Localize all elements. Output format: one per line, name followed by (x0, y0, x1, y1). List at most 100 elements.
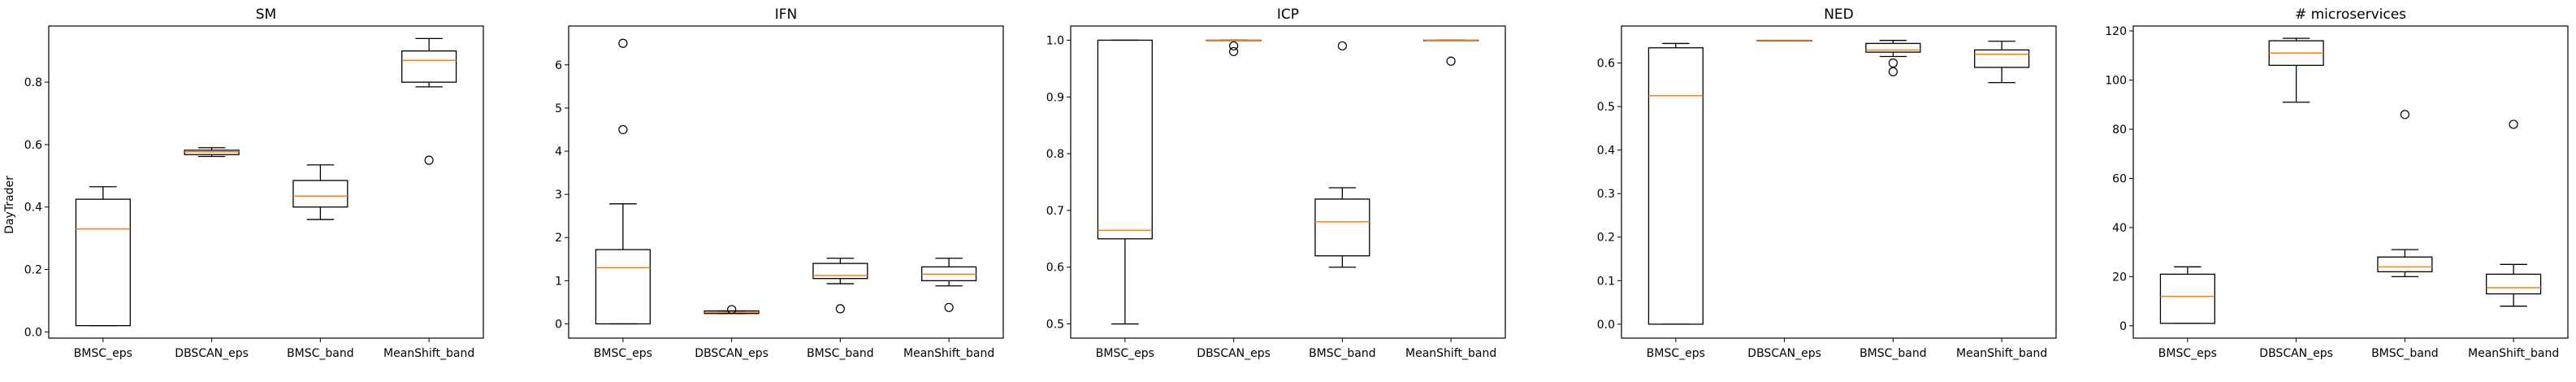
x-tick-label: DBSCAN_eps (175, 347, 249, 360)
outlier-point (1446, 56, 1456, 66)
iqr-box (595, 249, 651, 325)
outlier-point (618, 38, 628, 48)
y-tick-label: 40 (2112, 222, 2127, 235)
box-DBSCAN_eps (184, 147, 240, 158)
panel-title: # microservices (2295, 7, 2406, 23)
box-MeanShift_band (2486, 119, 2542, 307)
y-tick-label: 0.3 (1597, 188, 1615, 201)
x-tick-label: BMSC_eps (74, 347, 132, 360)
y-tick-label: 0.2 (24, 264, 42, 277)
box-BMSC_eps (2159, 266, 2215, 324)
box-BMSC_band (292, 164, 349, 220)
box-MeanShift_band (1423, 39, 1479, 66)
outlier-point (727, 305, 737, 315)
x-tick-label: MeanShift_band (2468, 347, 2559, 360)
x-tick-label: BMSC_eps (594, 347, 652, 360)
y-tick-label: 100 (2105, 75, 2127, 88)
iqr-box (2377, 256, 2433, 273)
iqr-box (1097, 39, 1153, 240)
y-tick-label: 0.4 (24, 202, 42, 215)
box-BMSC_band (1865, 40, 1921, 76)
outlier-point (618, 124, 628, 135)
outlier-point (1888, 67, 1898, 76)
y-tick-label: 0.2 (1597, 232, 1615, 245)
iqr-box (292, 180, 349, 208)
x-tick-label: MeanShift_band (1405, 347, 1496, 360)
y-tick-label: 2 (555, 232, 562, 245)
x-tick-label: BMSC_band (2371, 347, 2439, 360)
x-tick-label: MeanShift_band (903, 347, 994, 360)
x-tick-label: MeanShift_band (1956, 347, 2047, 360)
iqr-box (2159, 273, 2215, 324)
outlier-point (2509, 119, 2518, 129)
x-tick-label: BMSC_band (287, 347, 354, 360)
iqr-box (1974, 49, 2030, 68)
box-BMSC_band (2377, 110, 2433, 278)
y-tick-label: 80 (2112, 124, 2127, 137)
iqr-box (1865, 42, 1921, 53)
plot-frame (48, 25, 484, 339)
iqr-box (812, 263, 868, 280)
y-tick-label: 0.5 (1046, 319, 1064, 332)
y-tick-label: 0 (2119, 320, 2127, 333)
y-tick-label: 1 (555, 275, 562, 288)
y-tick-label: 0.8 (24, 76, 42, 89)
y-tick-label: 120 (2105, 25, 2127, 38)
x-tick-label: DBSCAN_eps (2259, 347, 2333, 360)
figure-ylabel: DayTrader (3, 176, 16, 234)
x-tick-label: DBSCAN_eps (1197, 347, 1271, 360)
iqr-box (184, 150, 240, 155)
outlier-point (424, 155, 434, 165)
box-DBSCAN_eps (704, 305, 760, 315)
y-tick-label: 0.5 (1597, 101, 1615, 114)
x-tick-label: DBSCAN_eps (1747, 347, 1821, 360)
box-MeanShift_band (401, 37, 457, 165)
plot-frame (2132, 25, 2569, 339)
box-DBSCAN_eps (1206, 39, 1262, 57)
outlier-point (1337, 41, 1347, 51)
y-tick-label: 0.4 (1597, 145, 1615, 158)
plot-frame (568, 25, 1004, 339)
box-BMSC_eps (1097, 39, 1153, 325)
box-MeanShift_band (1974, 41, 2030, 84)
y-tick-label: 60 (2112, 172, 2127, 185)
y-tick-label: 3 (555, 189, 562, 202)
outlier-point (1888, 58, 1898, 68)
y-tick-label: 5 (555, 102, 562, 115)
box-BMSC_eps (595, 38, 651, 325)
x-tick-label: MeanShift_band (383, 347, 474, 360)
box-DBSCAN_eps (2268, 37, 2324, 103)
y-tick-label: 0.6 (24, 139, 42, 152)
y-tick-label: 0.1 (1597, 275, 1615, 288)
iqr-box (1647, 47, 1704, 325)
y-tick-label: 0.6 (1046, 262, 1064, 275)
outlier-point (2400, 110, 2409, 119)
x-tick-label: DBSCAN_eps (695, 347, 768, 360)
x-tick-label: BMSC_band (807, 347, 874, 360)
box-BMSC_eps (75, 186, 131, 327)
y-tick-label: 0.8 (1046, 148, 1064, 161)
iqr-box (75, 198, 131, 327)
y-tick-label: 0.6 (1597, 58, 1615, 71)
x-tick-label: BMSC_band (1859, 347, 1927, 360)
x-tick-label: BMSC_eps (1096, 347, 1154, 360)
y-tick-label: 0.0 (24, 326, 42, 339)
panel-title: IFN (775, 7, 798, 23)
iqr-box (401, 50, 457, 83)
x-tick-label: BMSC_eps (1647, 347, 1705, 360)
iqr-box (1314, 198, 1370, 257)
panel-title: SM (256, 7, 276, 23)
box-MeanShift_band (921, 258, 977, 312)
outlier-point (1229, 46, 1239, 57)
y-tick-label: 6 (555, 59, 562, 72)
panel-title: NED (1824, 7, 1854, 23)
x-tick-label: BMSC_band (1309, 347, 1376, 360)
y-tick-label: 4 (555, 145, 562, 158)
